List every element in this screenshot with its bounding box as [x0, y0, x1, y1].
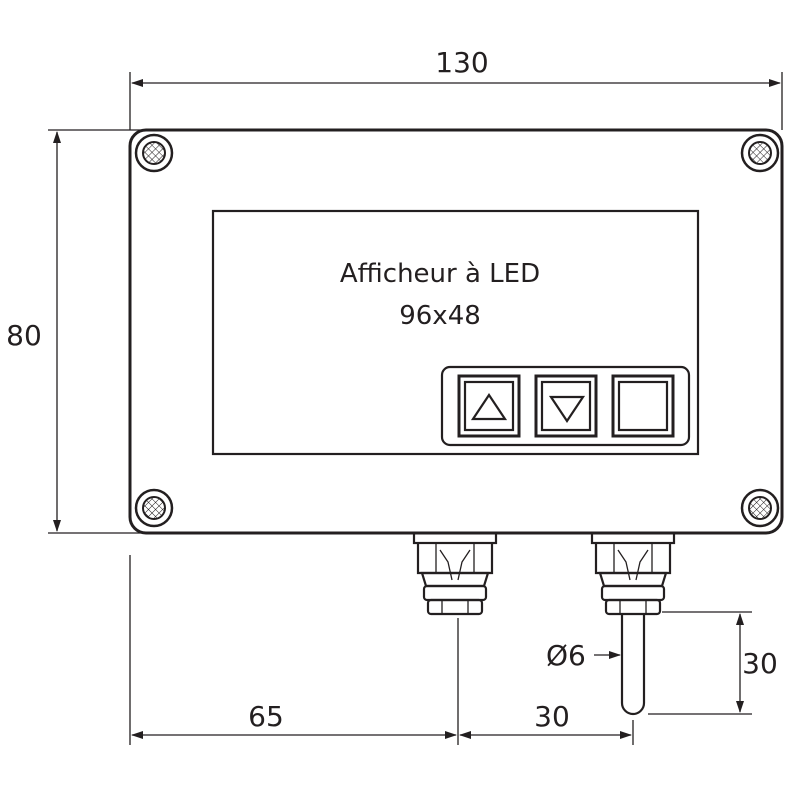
screw-top-right	[740, 133, 780, 173]
triangle-down-icon	[548, 395, 586, 423]
display-frame	[211, 209, 700, 456]
keypad-frame	[440, 365, 691, 447]
cable-gland-left	[412, 531, 498, 616]
bottom-dimensions: 65 30	[129, 555, 634, 745]
screw-bottom-left	[134, 488, 174, 528]
keypad	[440, 365, 691, 447]
probe-diameter-callout: Ø6	[546, 639, 621, 672]
gland-offset-label: 65	[248, 700, 284, 733]
probe-length-label: 30	[742, 647, 778, 680]
display-size: 96x48	[399, 301, 481, 331]
height-dimension: 80	[6, 129, 142, 534]
gland-spacing-label: 30	[534, 700, 570, 733]
diameter-label: Ø6	[546, 639, 586, 672]
probe-length-dimension: 30	[648, 611, 778, 715]
enclosure	[128, 128, 784, 535]
cable-gland-right	[590, 531, 676, 616]
up-key[interactable]	[457, 374, 521, 438]
display-title: Afficheur à LED	[340, 259, 540, 289]
down-key[interactable]	[534, 374, 598, 438]
led-display-panel: Afficheur à LED 96x48	[211, 209, 700, 456]
screw-top-left	[134, 133, 174, 173]
width-dimension: 130	[129, 46, 783, 130]
triangle-up-icon	[470, 393, 508, 421]
blank-key[interactable]	[611, 374, 675, 438]
temperature-probe	[620, 614, 646, 716]
screw-bottom-right	[740, 488, 780, 528]
width-label: 130	[435, 46, 488, 79]
enclosure-outline	[128, 128, 784, 535]
height-label: 80	[6, 319, 42, 352]
